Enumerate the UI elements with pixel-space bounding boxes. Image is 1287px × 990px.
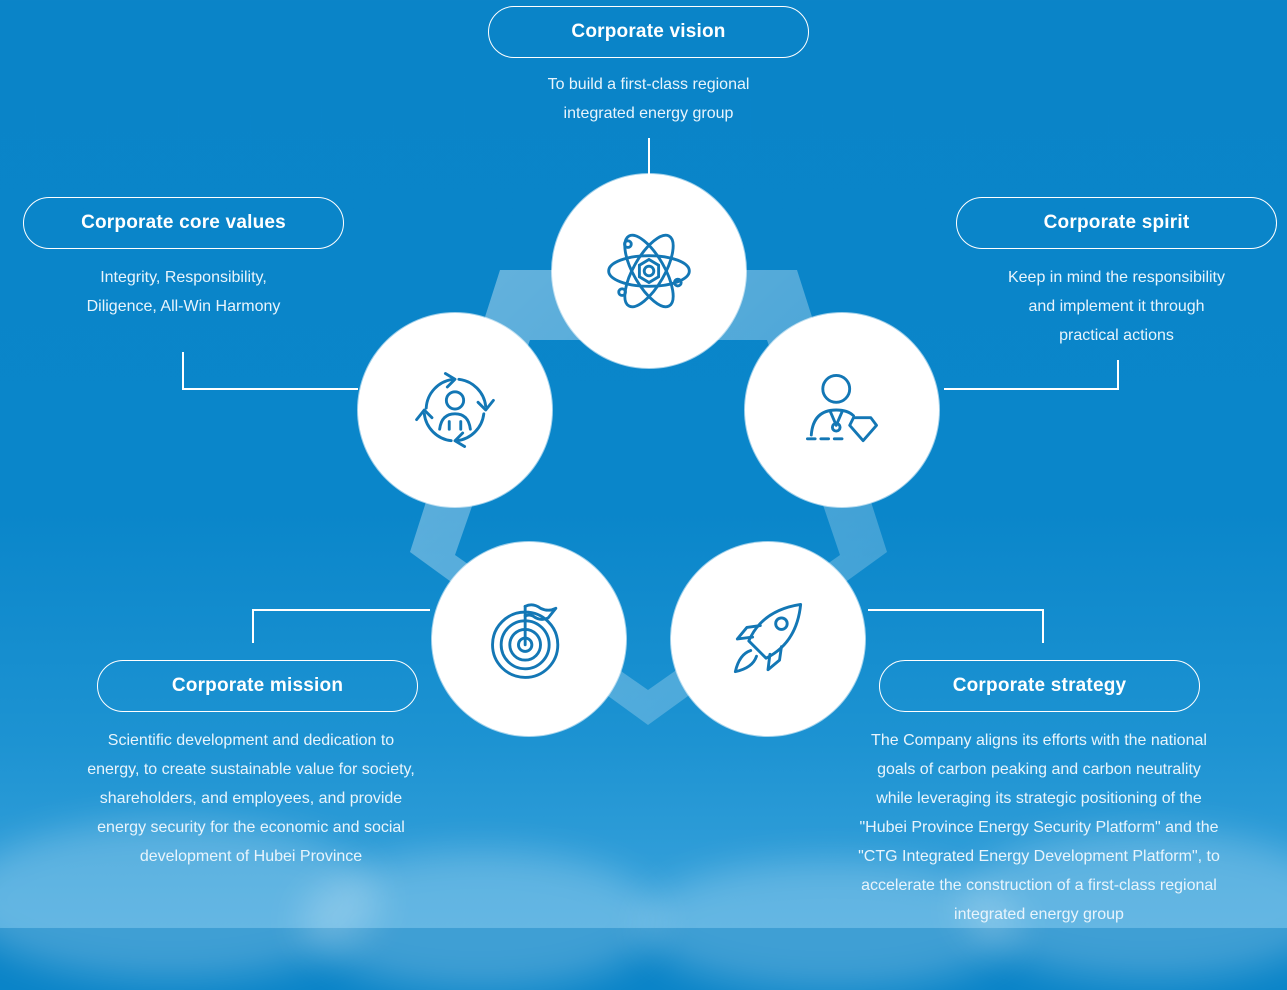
strategy-title: Corporate strategy <box>952 675 1127 696</box>
connector-strategy-v <box>1042 609 1044 643</box>
mission-title-pill: Corporate mission <box>97 660 418 712</box>
rocket-icon <box>733 603 803 674</box>
vision-description: To build a first-class regional integrat… <box>547 76 750 122</box>
vision-title: Corporate vision <box>571 21 726 42</box>
connector-spirit-h <box>944 388 1119 390</box>
values-circle <box>358 313 552 507</box>
person-badge-icon <box>806 374 878 443</box>
vision-title-pill: Corporate vision <box>488 6 809 58</box>
strategy-title-pill: Corporate strategy <box>879 660 1200 712</box>
values-title-pill: Corporate core values <box>23 197 344 249</box>
mission-description: Scientific development and dedication to… <box>87 732 415 865</box>
connector-values-v <box>182 352 184 390</box>
connector-spirit-v <box>1117 360 1119 390</box>
spirit-circle <box>745 313 939 507</box>
atom-icon <box>607 233 691 309</box>
connector-strategy-h <box>868 609 1044 611</box>
spirit-title-pill: Corporate spirit <box>956 197 1277 249</box>
spirit-title: Corporate spirit <box>1043 212 1190 233</box>
target-flag-icon <box>491 603 560 679</box>
strategy-description: The Company aligns its efforts with the … <box>858 732 1220 923</box>
strategy-circle <box>671 542 865 736</box>
values-description: Integrity, Responsibility, Diligence, Al… <box>86 269 281 315</box>
person-cycle-icon <box>415 372 495 448</box>
connector-values-h <box>182 388 358 390</box>
connector-mission-v <box>252 609 254 643</box>
vision-circle <box>552 174 746 368</box>
connector-vision <box>648 138 650 174</box>
connector-mission-h <box>252 609 430 611</box>
spirit-description: Keep in mind the responsibility and impl… <box>1007 269 1225 344</box>
mission-title: Corporate mission <box>171 675 344 696</box>
values-title: Corporate core values <box>81 212 286 233</box>
mission-circle <box>432 542 626 736</box>
